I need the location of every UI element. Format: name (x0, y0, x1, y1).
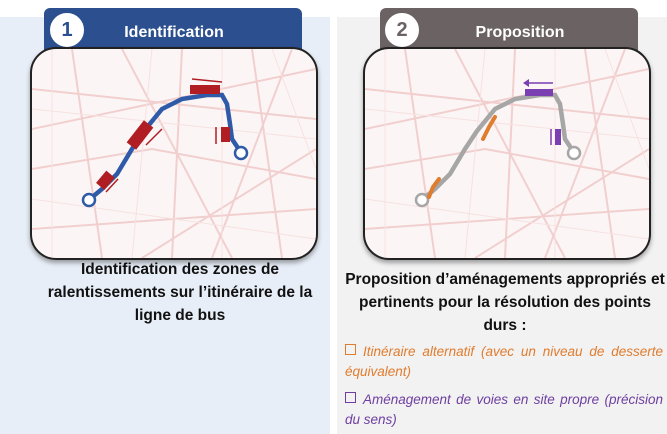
checkbox-icon (345, 392, 356, 403)
identification-map (30, 47, 318, 260)
bus-line (420, 92, 576, 202)
alternative-routes (427, 115, 497, 199)
dedicated-lanes (523, 79, 561, 145)
street-grid (32, 49, 316, 258)
step2-caption: Proposition d’aménagements appropriés et… (345, 271, 665, 334)
step2-title: Proposition (475, 24, 565, 41)
slowdown-zones (96, 78, 230, 193)
street-grid (365, 49, 649, 258)
bus-terminus-end (566, 145, 582, 161)
bullet-text: Aménagement de voies en site propre (pré… (345, 392, 663, 427)
step1-caption: Identification des zones de ralentisseme… (47, 261, 313, 324)
bullet-alternative-route: Itinéraire alternatif (avec un niveau de… (345, 342, 663, 382)
step1-number-badge: 1 (47, 10, 87, 50)
bus-terminus-start (81, 192, 97, 208)
bus-terminus-end (233, 145, 249, 161)
step1-title: Identification (124, 24, 224, 41)
bullet-text: Itinéraire alternatif (avec un niveau de… (345, 344, 663, 379)
bus-terminus-start (414, 192, 430, 208)
bullet-dedicated-lane: Aménagement de voies en site propre (pré… (345, 390, 663, 430)
bus-line (87, 92, 243, 202)
checkbox-icon (345, 344, 356, 355)
step2-number-badge: 2 (382, 10, 422, 50)
proposition-map (363, 47, 651, 260)
